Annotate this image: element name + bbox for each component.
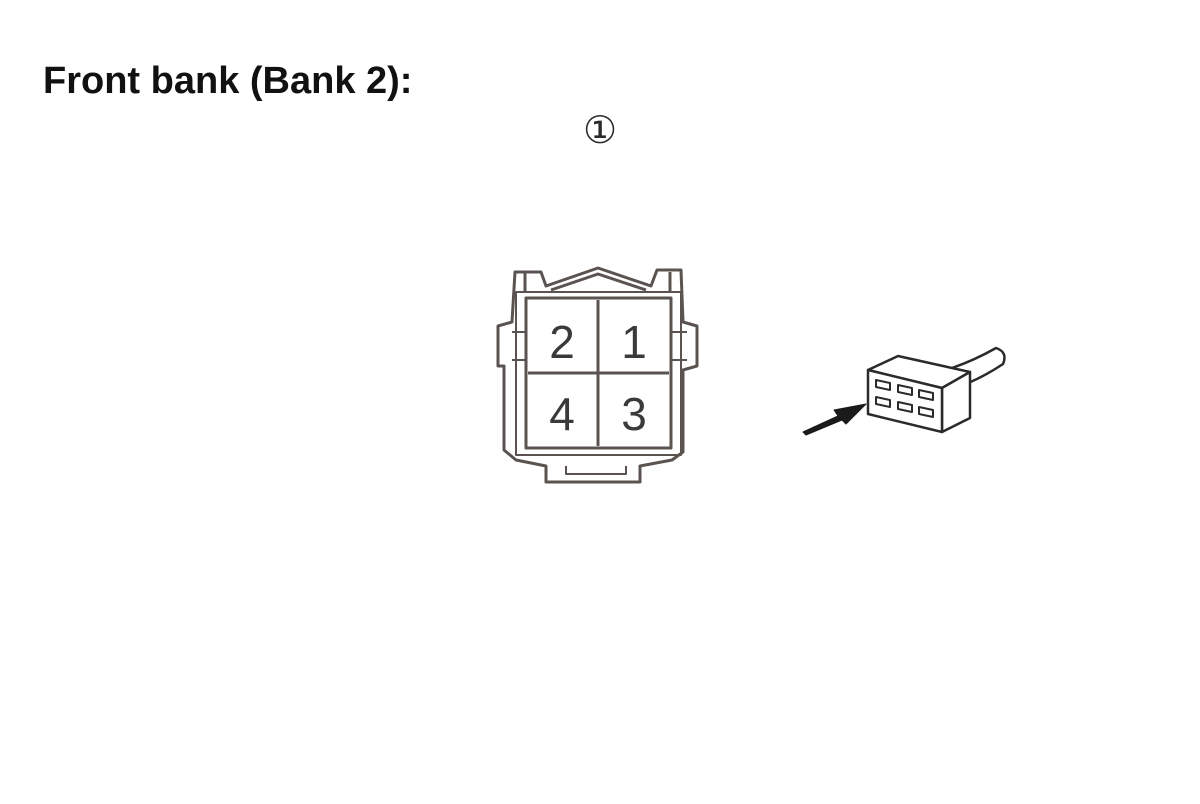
connector-face-icon [496,266,699,484]
pin-label: 3 [621,388,647,440]
callout-number: ① [582,108,618,152]
page-title: Front bank (Bank 2): [43,60,413,102]
pin-label: 4 [549,388,575,440]
wire-harness-connector-icon [866,346,1006,434]
pin-label: 2 [549,316,575,368]
pin-label: 1 [621,316,647,368]
viewing-direction-arrow-icon [802,403,867,436]
